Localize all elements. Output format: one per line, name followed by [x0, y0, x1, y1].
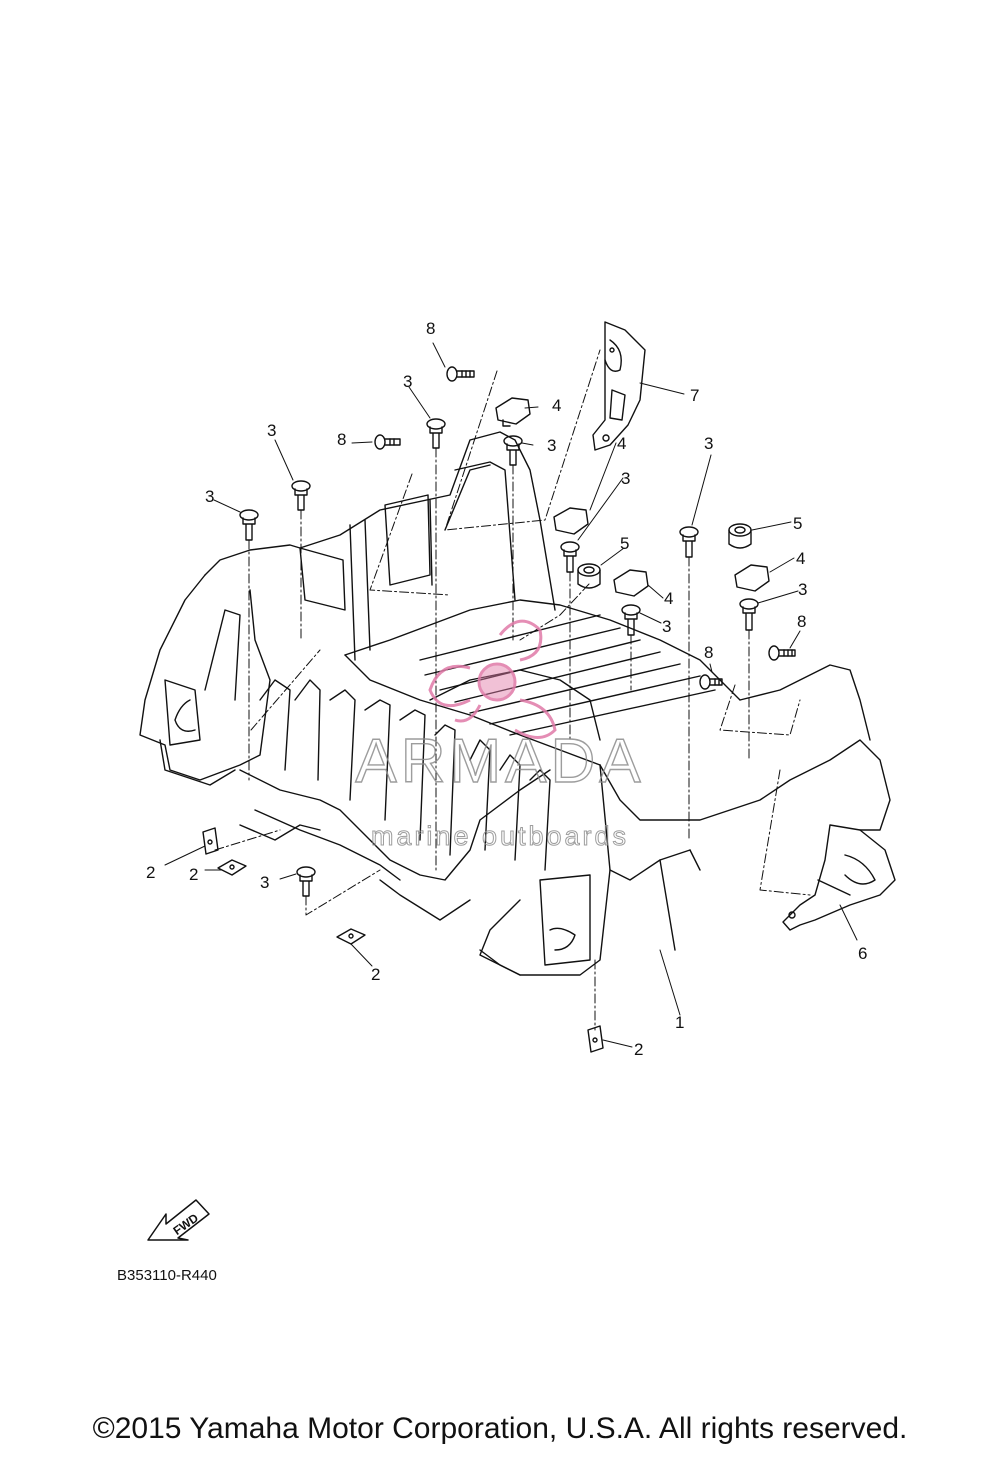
callouts: 8 3 4 3 7 8 3 3 4 3 5 3 5 4 4 3 3 8 8 2 … — [146, 319, 867, 1059]
callout-8: 8 — [704, 643, 713, 662]
callout-3: 3 — [662, 617, 671, 636]
callout-4: 4 — [617, 434, 626, 453]
bolt-3-i — [296, 866, 316, 897]
bolt-3-d — [503, 435, 523, 466]
callout-4: 4 — [664, 589, 673, 608]
callout-3: 3 — [547, 436, 556, 455]
callout-8: 8 — [337, 430, 346, 449]
floor-body-part — [139, 431, 891, 976]
bracket-upper-part — [592, 321, 646, 451]
callout-1: 1 — [675, 1013, 684, 1032]
callout-4: 4 — [796, 549, 805, 568]
screw-8-c — [699, 674, 723, 690]
callout-2: 2 — [371, 965, 380, 984]
watermark-emblem — [428, 619, 557, 739]
callout-3: 3 — [704, 434, 713, 453]
cap-4-a — [495, 397, 531, 427]
callout-3: 3 — [267, 421, 276, 440]
grommet-5-b — [728, 523, 752, 549]
callout-8: 8 — [797, 612, 806, 631]
copyright-notice: ©2015 Yamaha Motor Corporation, U.S.A. A… — [92, 1412, 908, 1445]
callout-3: 3 — [621, 469, 630, 488]
bracket-lower-part — [782, 824, 896, 931]
screw-8-b — [374, 434, 401, 450]
callout-3: 3 — [403, 372, 412, 391]
callout-5: 5 — [620, 534, 629, 553]
fasteners — [202, 366, 796, 1053]
bolt-3-b — [291, 480, 311, 511]
bolt-3-h — [739, 598, 759, 631]
screw-8-a — [446, 366, 475, 382]
clip-2-d — [587, 1025, 604, 1053]
callout-6: 6 — [858, 944, 867, 963]
callout-2: 2 — [634, 1040, 643, 1059]
watermark: ARMADA marine outboards — [355, 619, 644, 852]
diagram-code: B353110-R440 — [117, 1267, 217, 1284]
callout-3: 3 — [260, 873, 269, 892]
callout-7: 7 — [690, 386, 699, 405]
bolt-3-a — [239, 509, 259, 541]
watermark-sub-text: marine outboards — [371, 821, 629, 851]
clip-2-b — [217, 859, 247, 876]
clip-2-c — [336, 928, 366, 945]
grommet-5-a — [577, 563, 601, 589]
fwd-label: FWD — [171, 1211, 202, 1238]
callout-8: 8 — [426, 319, 435, 338]
bolt-3-c — [426, 418, 446, 449]
alignment-lines — [214, 349, 811, 1031]
watermark-main-text: ARMADA — [355, 727, 644, 796]
callout-3: 3 — [205, 487, 214, 506]
bolt-3-f — [679, 526, 699, 558]
screw-8-d — [768, 645, 796, 661]
clip-2-a — [202, 827, 219, 855]
callout-4: 4 — [552, 396, 561, 415]
cap-4-d — [734, 564, 770, 592]
cap-4-c — [613, 569, 649, 597]
callout-2: 2 — [189, 865, 198, 884]
callout-3: 3 — [798, 580, 807, 599]
fwd-arrow-icon: FWD — [147, 1199, 210, 1241]
bolt-3-e — [560, 541, 580, 573]
callout-5: 5 — [793, 514, 802, 533]
callout-2: 2 — [146, 863, 155, 882]
cap-4-b — [553, 507, 589, 535]
leader-lines — [164, 342, 858, 1048]
